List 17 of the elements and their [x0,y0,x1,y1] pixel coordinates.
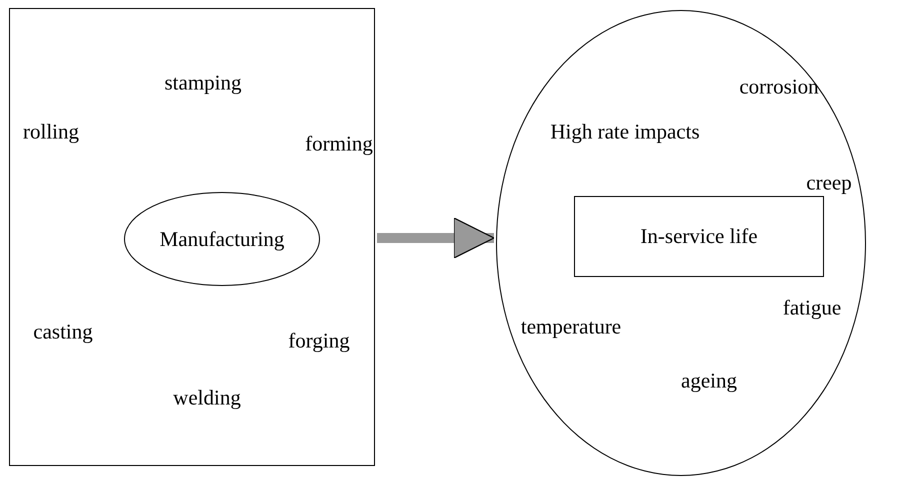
node-text: forging [288,329,350,353]
node-text: temperature [520,315,622,339]
node-text: welding [173,386,241,410]
ellipse-node: Manufacturing [124,192,320,286]
node-text: High rate impacts [550,120,700,144]
node-text: forming [305,132,373,156]
process-box: In-service life [574,196,824,277]
node-text: stamping [164,71,242,95]
manufacturing-box [9,8,375,466]
node-text: rolling [23,120,79,144]
node-text: corrosion [739,75,819,99]
node-text: creep [806,171,852,195]
node-text: ageing [681,369,737,393]
node-text: fatigue [782,296,842,320]
in-service-circle [496,10,866,476]
block-arrow [377,217,495,259]
node-text: casting [33,320,93,344]
